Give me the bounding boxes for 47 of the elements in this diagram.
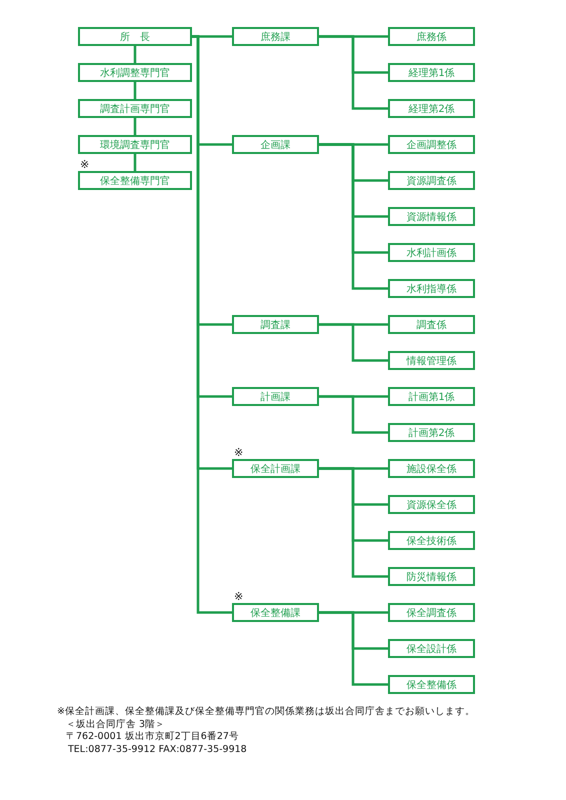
note-mark: ※ xyxy=(234,591,244,602)
org-box: 水利計画係 xyxy=(388,243,475,262)
org-box: 保全整備係 xyxy=(388,675,475,694)
org-box: 保全整備課 xyxy=(232,603,319,622)
footnote-text: TEL:0877-35-9912 FAX:0877-35-9918 xyxy=(68,744,247,755)
connector-line xyxy=(134,118,136,135)
org-box: 経理第1係 xyxy=(388,63,475,82)
org-box: 保全技術係 xyxy=(388,531,475,550)
org-box: 調査係 xyxy=(388,315,475,334)
org-box: 計画課 xyxy=(232,387,319,406)
footnote-text: ＜坂出合同庁舎 3階＞ xyxy=(66,718,166,730)
connector-line xyxy=(319,35,388,110)
connector-line xyxy=(319,323,388,362)
org-box: 環境調査専門官 xyxy=(78,135,192,154)
org-box: 資源情報係 xyxy=(388,207,475,226)
connector-line xyxy=(134,154,136,171)
org-box: 企画課 xyxy=(232,135,319,154)
org-box: 水利調整専門官 xyxy=(78,63,192,82)
org-box: 資源保全係 xyxy=(388,495,475,514)
org-box: 施設保全係 xyxy=(388,459,475,478)
org-box: 庶務課 xyxy=(232,27,319,46)
connector-line xyxy=(319,611,388,686)
org-box: 調査計画専門官 xyxy=(78,99,192,118)
org-box: 資源調査係 xyxy=(388,171,475,190)
org-box: 水利指導係 xyxy=(388,279,475,298)
org-box: 防災情報係 xyxy=(388,567,475,586)
note-mark: ※ xyxy=(80,159,90,170)
org-box: 情報管理係 xyxy=(388,351,475,370)
org-box: 庶務係 xyxy=(388,27,475,46)
note-mark: ※ xyxy=(234,447,244,458)
org-box: 調査課 xyxy=(232,315,319,334)
connector-line xyxy=(319,395,388,434)
org-box: 保全設計係 xyxy=(388,639,475,658)
org-box: 企画調整係 xyxy=(388,135,475,154)
connector-line xyxy=(134,46,136,63)
connector-line xyxy=(134,82,136,99)
connector-line xyxy=(319,143,388,290)
org-box: 計画第2係 xyxy=(388,423,475,442)
org-box: 保全整備専門官 xyxy=(78,171,192,190)
org-box: 保全調査係 xyxy=(388,603,475,622)
footnote-text: ※保全計画課、保全整備課及び保全整備専門官の関係業務は坂出合同庁舎までお願いします。 xyxy=(57,706,475,718)
footnote-text: 〒762-0001 坂出市京町2丁目6番27号 xyxy=(66,731,239,742)
org-box: 保全計画課 xyxy=(232,459,319,478)
org-box: 計画第1係 xyxy=(388,387,475,406)
connector-line xyxy=(319,467,388,578)
org-box: 経理第2係 xyxy=(388,99,475,118)
org-box: 所 長 xyxy=(78,27,192,46)
